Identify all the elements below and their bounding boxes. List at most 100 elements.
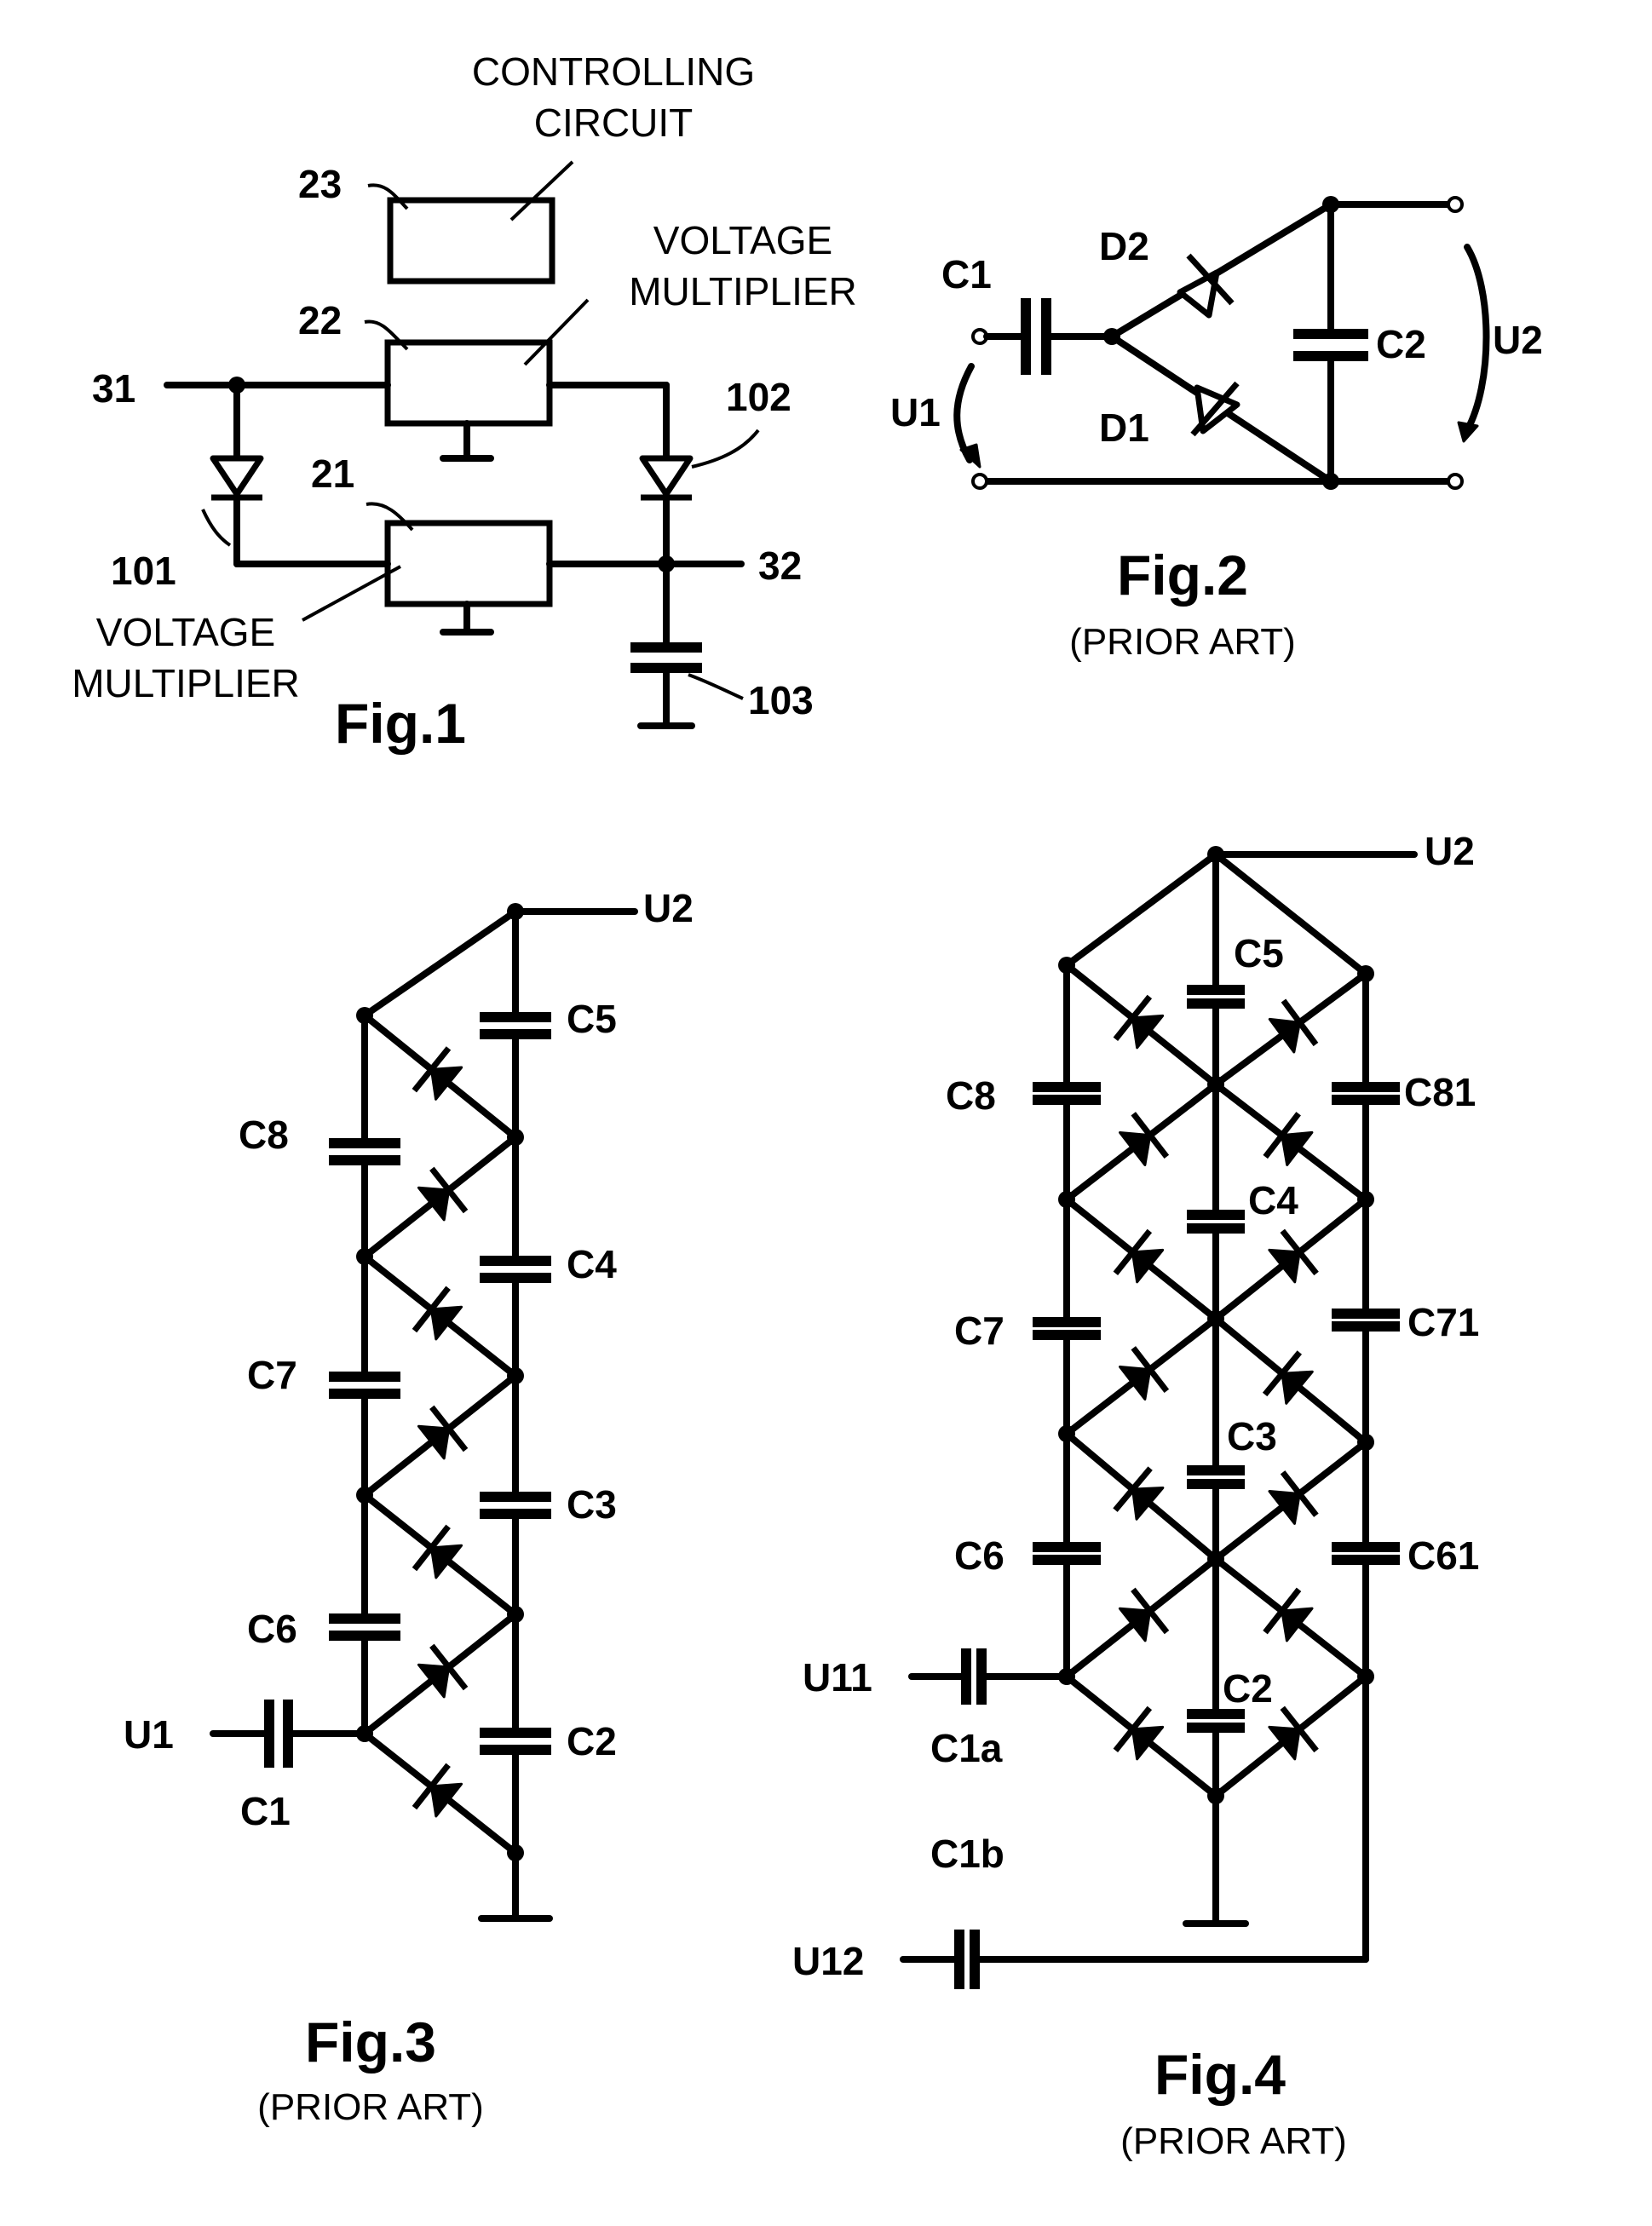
fig4-diode-cathode bbox=[1113, 1705, 1153, 1753]
voltage-multiplier-21-block bbox=[384, 520, 553, 607]
fig3-diode-cathode bbox=[429, 1405, 469, 1452]
label-u12: U12 bbox=[792, 1939, 864, 1983]
label-u2: U2 bbox=[1425, 829, 1475, 873]
label-u2: U2 bbox=[643, 886, 694, 930]
fig4-diode bbox=[1131, 1486, 1165, 1521]
label-c8: C8 bbox=[946, 1073, 996, 1118]
controlling-circuit-block bbox=[387, 197, 555, 285]
fig2-title: Fig.2 bbox=[1117, 544, 1248, 607]
label-c71: C71 bbox=[1407, 1300, 1479, 1344]
fig4-node bbox=[1357, 1191, 1374, 1208]
fig3-node bbox=[356, 1725, 373, 1742]
label-d2: D2 bbox=[1099, 224, 1149, 268]
fig1-vm-bottom-label-1: VOLTAGE bbox=[96, 610, 275, 654]
fig4-diode bbox=[1268, 1490, 1301, 1525]
fig4-node bbox=[1207, 1787, 1224, 1804]
fig4-diode-cathode bbox=[1280, 1228, 1319, 1276]
fig4-diode-cathode bbox=[1280, 1705, 1319, 1753]
voltage-multiplier-22-block bbox=[384, 339, 553, 427]
fig2-subtitle: (PRIOR ART) bbox=[1069, 621, 1296, 663]
label-c8: C8 bbox=[239, 1113, 289, 1157]
fig3-diode bbox=[417, 1424, 451, 1460]
fig3-diode bbox=[417, 1663, 451, 1699]
fig4-diode-cathode bbox=[1263, 1587, 1302, 1635]
fig4-node bbox=[1357, 965, 1374, 982]
fig4-diode bbox=[1268, 1248, 1301, 1284]
fig1-controlling-label-1: CONTROLLING bbox=[472, 49, 755, 94]
fig3-node bbox=[507, 903, 524, 920]
fig1-voltage-multiplier-system: CONTROLLING CIRCUIT VOLTAGE MULTIPLIER V… bbox=[72, 49, 857, 755]
fig4-diode-cathode bbox=[1113, 994, 1153, 1042]
fig4-diode bbox=[1281, 1607, 1314, 1642]
fig3-title: Fig.3 bbox=[305, 2010, 436, 2074]
fig3-diode bbox=[429, 1305, 463, 1341]
fig3-diode-cathode bbox=[412, 1046, 452, 1093]
fig4-diode-cathode bbox=[1262, 1350, 1303, 1397]
fig4-node bbox=[1058, 1668, 1075, 1685]
fig3-node bbox=[356, 1007, 373, 1024]
fig3-diode-cathode bbox=[429, 1166, 469, 1214]
diode-d2 bbox=[1177, 269, 1220, 319]
fig4-node bbox=[1207, 1076, 1224, 1093]
label-u1: U1 bbox=[890, 390, 941, 434]
label-c3: C3 bbox=[567, 1482, 617, 1527]
label-c1b: C1b bbox=[930, 1832, 1004, 1876]
label-c3: C3 bbox=[1227, 1414, 1277, 1458]
ref-103: 103 bbox=[748, 678, 814, 722]
fig3-subtitle: (PRIOR ART) bbox=[257, 2086, 484, 2128]
label-c5: C5 bbox=[1234, 931, 1284, 975]
label-c2: C2 bbox=[1223, 1666, 1273, 1711]
ref-102: 102 bbox=[726, 375, 791, 419]
fig4-title: Fig.4 bbox=[1154, 2043, 1286, 2106]
ref-22: 22 bbox=[298, 298, 342, 342]
fig3-node bbox=[507, 1606, 524, 1623]
label-c2: C2 bbox=[1376, 322, 1426, 366]
label-c4: C4 bbox=[1248, 1178, 1298, 1222]
fig1-title: Fig.1 bbox=[335, 692, 466, 755]
fig4-diode bbox=[1268, 1017, 1301, 1054]
label-c1a: C1a bbox=[930, 1726, 1003, 1770]
fig3-diode bbox=[417, 1186, 451, 1222]
diode-102 bbox=[639, 455, 694, 498]
fig3-diode bbox=[429, 1782, 463, 1818]
label-c7: C7 bbox=[247, 1353, 297, 1397]
fig4-diode-cathode bbox=[1263, 1112, 1301, 1159]
label-c4: C4 bbox=[567, 1242, 617, 1286]
label-c6: C6 bbox=[247, 1607, 297, 1651]
fig4-node bbox=[1058, 1191, 1075, 1208]
fig4-diode-cathode bbox=[1113, 1466, 1153, 1512]
fig4-diode-cathode bbox=[1131, 1587, 1170, 1635]
label-u11: U11 bbox=[803, 1655, 872, 1700]
label-c81: C81 bbox=[1404, 1070, 1476, 1114]
fig3-node bbox=[356, 1487, 373, 1504]
fig4-node bbox=[1058, 957, 1075, 974]
fig3-diode bbox=[429, 1544, 463, 1579]
fig4-subtitle: (PRIOR ART) bbox=[1120, 2120, 1347, 2162]
label-c6: C6 bbox=[954, 1533, 1004, 1578]
fig4-node bbox=[1357, 1434, 1374, 1451]
label-u1: U1 bbox=[124, 1712, 174, 1757]
fig4-node bbox=[1058, 1425, 1075, 1442]
fig4-node bbox=[1207, 846, 1224, 863]
fig3-node bbox=[507, 1367, 524, 1384]
fig1-vm-bottom-label-2: MULTIPLIER bbox=[72, 661, 300, 705]
fig3-diode-cathode bbox=[412, 1286, 451, 1333]
fig4-symmetric-multiplier: U2 U11 U12 C1a C1b C2 C3 C4 C5 C6 C7 C8 … bbox=[792, 829, 1479, 2162]
fig3-diode bbox=[429, 1066, 463, 1101]
fig4-node bbox=[1207, 1550, 1224, 1567]
ref-23: 23 bbox=[298, 162, 342, 206]
ref-32: 32 bbox=[758, 544, 802, 588]
label-c61: C61 bbox=[1407, 1533, 1479, 1578]
fig4-node bbox=[1357, 1668, 1374, 1685]
fig3-node bbox=[356, 1248, 373, 1265]
fig3-node bbox=[507, 1129, 524, 1146]
fig4-diode bbox=[1131, 1725, 1165, 1761]
label-c1: C1 bbox=[240, 1789, 291, 1833]
fig4-diode bbox=[1281, 1130, 1314, 1166]
fig3-diode-cathode bbox=[429, 1643, 469, 1691]
fig4-diode-cathode bbox=[1281, 998, 1319, 1047]
label-d1: D1 bbox=[1099, 406, 1149, 450]
ref-101: 101 bbox=[111, 549, 176, 593]
